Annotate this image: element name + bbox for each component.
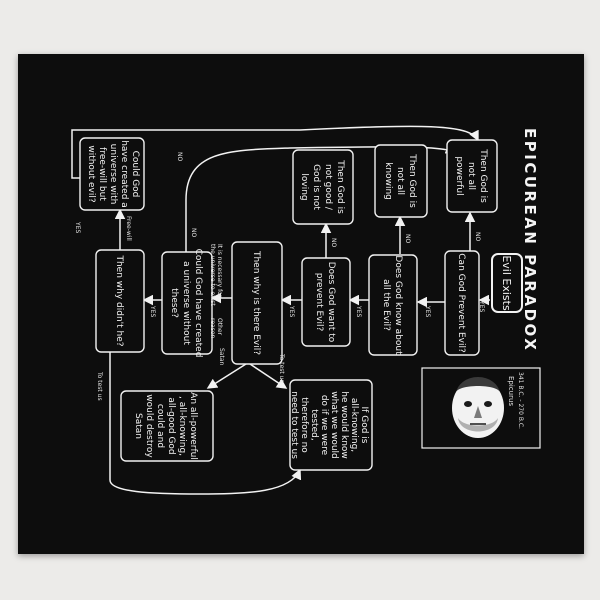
svg-text:Then God is: Then God is bbox=[335, 159, 345, 214]
label-yes-prevent: YES bbox=[478, 300, 485, 312]
node-not-good: Then God is not good / God is not loving bbox=[292, 149, 354, 225]
portrait-dates: 341 B.C. - 270 B.C. bbox=[517, 372, 524, 429]
edge-free-no bbox=[71, 125, 479, 179]
label-no-free: NO bbox=[176, 152, 183, 161]
svg-text:Does God know about: Does God know about bbox=[393, 255, 403, 355]
label-yes-know: YES bbox=[424, 305, 431, 317]
svg-text:not all: not all bbox=[466, 162, 476, 190]
svg-text:powerful: powerful bbox=[454, 156, 464, 195]
label-no-prevent: NO bbox=[474, 232, 481, 241]
svg-text:Then why didn't he?: Then why didn't he? bbox=[114, 254, 124, 346]
svg-text:Then why is there Evil?: Then why is there Evil? bbox=[251, 250, 261, 355]
node-not-powerful: Then God is not all powerful bbox=[446, 139, 498, 213]
title: EPICUREAN PARADOX bbox=[521, 128, 539, 352]
svg-text:loving: loving bbox=[299, 173, 309, 200]
connector-lines bbox=[71, 125, 490, 495]
label-free-will: Free-will bbox=[125, 216, 132, 241]
svg-text:not good /: not good / bbox=[323, 164, 333, 211]
svg-text:would destroy: would destroy bbox=[144, 394, 154, 458]
edge-to-test-us bbox=[249, 363, 288, 389]
label-no-want: NO bbox=[330, 238, 337, 247]
label-yes-want: YES bbox=[355, 305, 362, 317]
svg-text:not all: not all bbox=[395, 167, 405, 195]
edge-create-no bbox=[185, 143, 457, 252]
epicurus-portrait: Epicurus 341 B.C. - 270 B.C. bbox=[421, 367, 541, 449]
label-necessary-2: the universe to exist bbox=[209, 244, 216, 306]
node-test-us: If God is all-knowing, he would know wha… bbox=[289, 379, 373, 471]
svg-text:knowing: knowing bbox=[383, 162, 393, 200]
label-to-test-us-2: To test us bbox=[96, 371, 103, 401]
node-not-knowing: Then God is not all knowing bbox=[374, 144, 428, 218]
svg-text:Then God is: Then God is bbox=[478, 148, 488, 203]
svg-text:do if we were: do if we were bbox=[319, 395, 329, 456]
node-evil-exists: Evil Exists bbox=[491, 253, 523, 313]
svg-text:Then God is: Then God is bbox=[407, 153, 417, 208]
svg-text:Satan: Satan bbox=[133, 413, 143, 439]
edge-satan bbox=[206, 363, 247, 389]
svg-text:Can God Prevent Evil?: Can God Prevent Evil? bbox=[456, 253, 466, 353]
svg-text:Could God: Could God bbox=[130, 151, 140, 198]
svg-text:without evil?: without evil? bbox=[86, 145, 96, 203]
node-could-create: Could God have created a universe withou… bbox=[161, 249, 213, 358]
svg-text:need to test us: need to test us bbox=[289, 391, 299, 459]
label-to-test-us-1: To test us bbox=[278, 353, 285, 383]
node-why-didnt: Then why didn't he? bbox=[95, 249, 145, 353]
svg-text:Does God want to: Does God want to bbox=[326, 262, 336, 343]
svg-text:Could God have created: Could God have created bbox=[193, 249, 203, 358]
svg-text:all-knowing,: all-knowing, bbox=[349, 398, 359, 452]
label-other-reason-1: Other bbox=[216, 318, 223, 336]
label-yes-create: YES bbox=[149, 305, 156, 317]
label-other-reason-2: reason bbox=[209, 318, 216, 339]
svg-text:therefore no: therefore no bbox=[299, 397, 309, 453]
label-yes-why: YES bbox=[288, 305, 295, 317]
svg-text:God is not: God is not bbox=[311, 164, 321, 210]
svg-text:If God is: If God is bbox=[359, 407, 369, 444]
svg-text:, all-knowing,: , all-knowing, bbox=[177, 396, 187, 456]
svg-text:a universe without: a universe without bbox=[181, 261, 191, 345]
svg-text:Evil Exists: Evil Exists bbox=[500, 255, 513, 311]
node-could-free: Could God have created a universe with f… bbox=[79, 137, 145, 211]
label-no-know: NO bbox=[404, 234, 411, 243]
svg-text:universe with: universe with bbox=[108, 144, 118, 205]
label-no-create: NO bbox=[190, 228, 197, 237]
svg-text:have created a: have created a bbox=[119, 140, 129, 208]
svg-text:tested,: tested, bbox=[309, 409, 319, 440]
svg-text:all the Evil?: all the Evil? bbox=[381, 279, 391, 331]
svg-text:he would know: he would know bbox=[339, 391, 349, 459]
label-yes-free: YES bbox=[74, 221, 81, 233]
label-necessary-1: It is necessary for bbox=[216, 244, 223, 298]
node-why-evil: Then why is there Evil? bbox=[231, 241, 283, 365]
svg-text:prevent Evil?: prevent Evil? bbox=[314, 273, 324, 332]
svg-text:what we would: what we would bbox=[329, 391, 339, 459]
svg-text:free-will but: free-will but bbox=[97, 147, 107, 201]
node-want: Does God want to prevent Evil? bbox=[301, 257, 351, 347]
node-know: Does God know about all the Evil? bbox=[368, 254, 418, 356]
node-satan: An all-powerful , all-knowing, all-good … bbox=[120, 390, 214, 462]
label-satan: Satan bbox=[218, 348, 225, 366]
svg-text:these?: these? bbox=[169, 288, 179, 318]
svg-text:An all-powerful: An all-powerful bbox=[188, 392, 198, 460]
node-can-prevent: Can God Prevent Evil? bbox=[444, 250, 480, 356]
portrait-name: Epicurus bbox=[507, 376, 515, 406]
edge-to-test-us-loop bbox=[109, 352, 302, 495]
svg-text:all-good God: all-good God bbox=[166, 397, 176, 454]
svg-text:could and: could and bbox=[155, 404, 165, 448]
